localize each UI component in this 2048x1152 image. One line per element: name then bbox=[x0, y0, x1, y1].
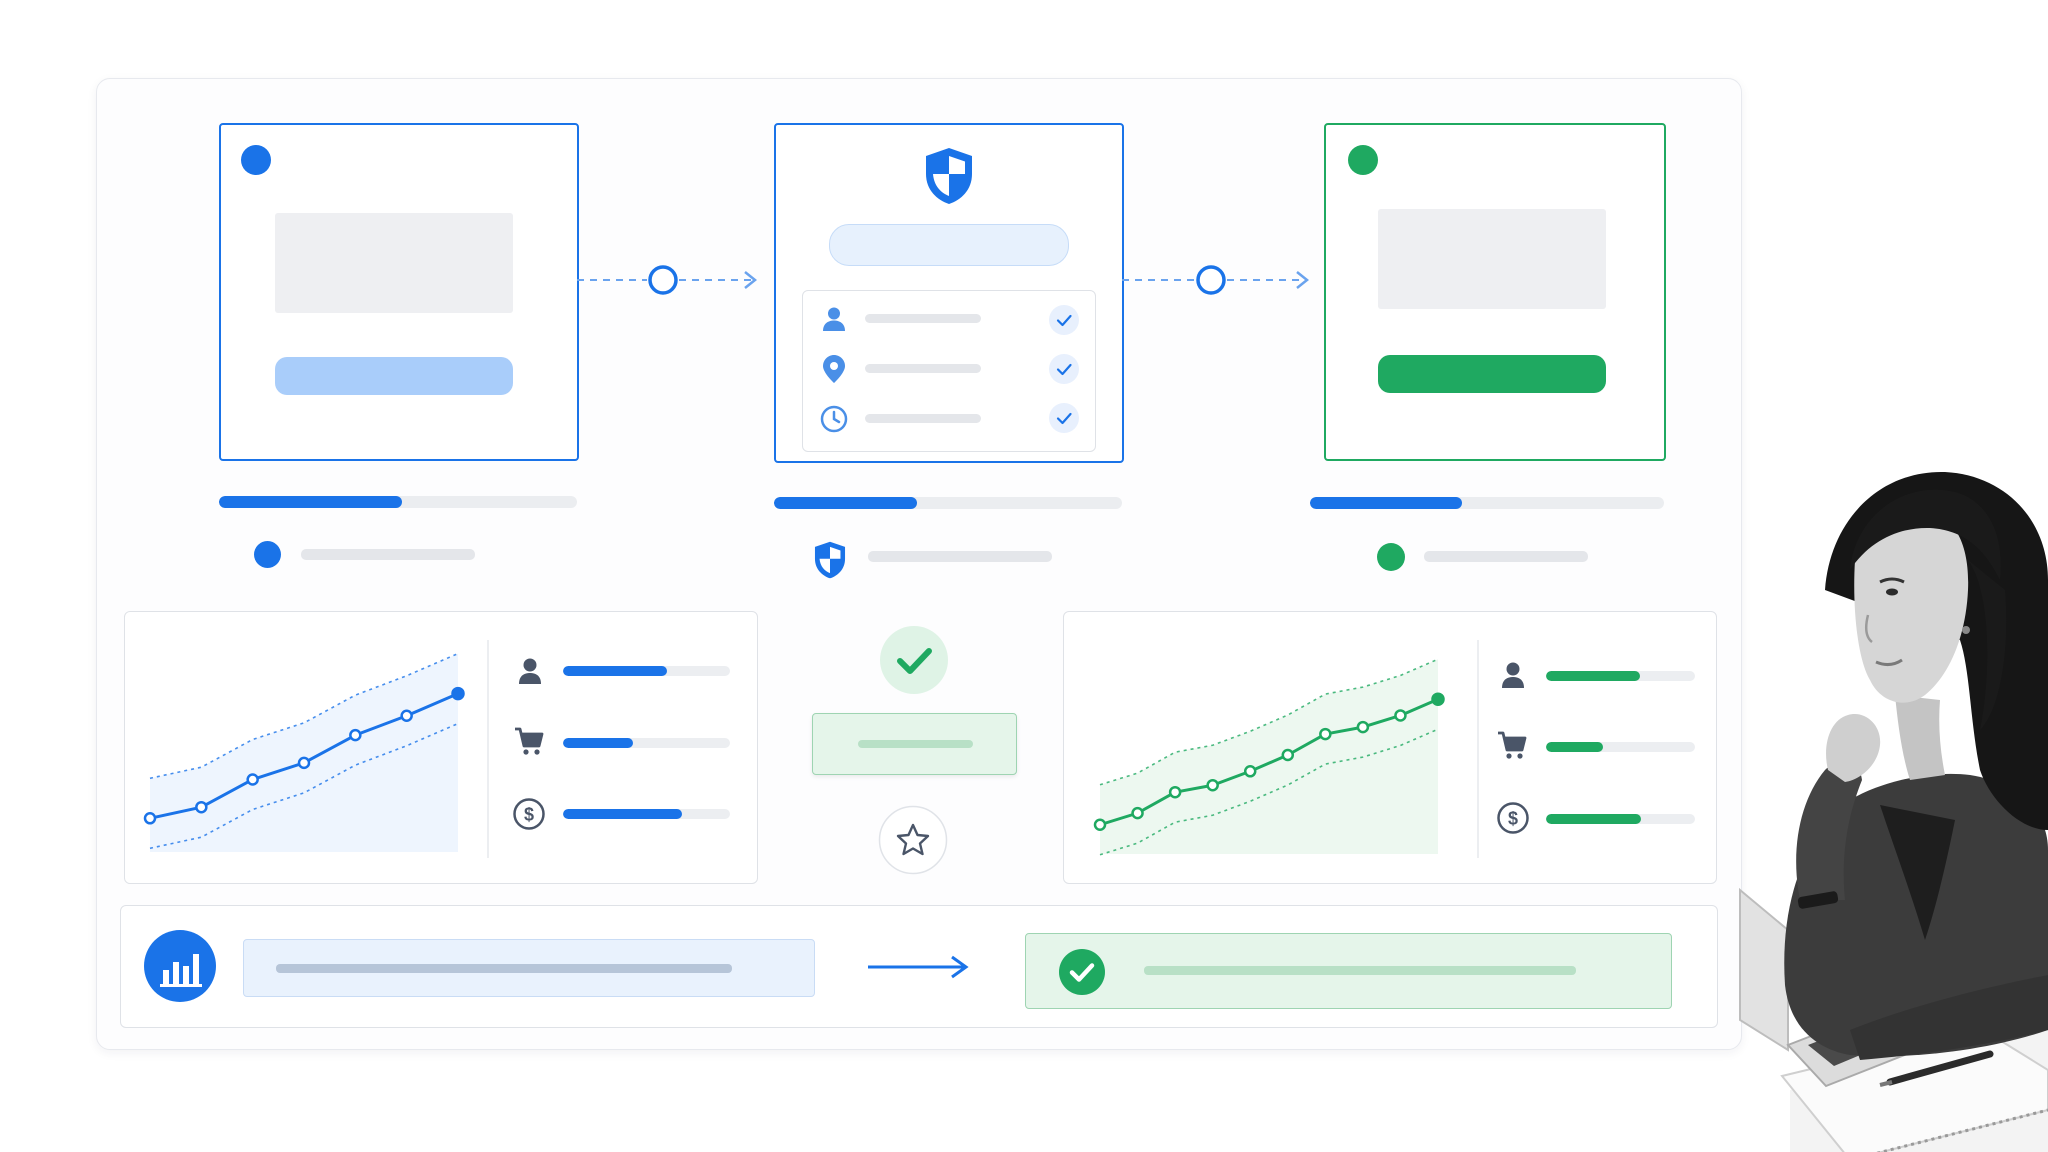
check-icon bbox=[1058, 948, 1106, 996]
shield-icon bbox=[923, 146, 975, 206]
bar-chart-icon[interactable] bbox=[144, 930, 216, 1002]
confirmation-field[interactable] bbox=[812, 713, 1017, 775]
person-icon bbox=[820, 305, 848, 333]
shopping-cart-icon bbox=[1496, 730, 1528, 760]
confirmation-line bbox=[858, 740, 973, 748]
data-point bbox=[1131, 806, 1144, 820]
data-point bbox=[1093, 818, 1107, 831]
person-illustration bbox=[1739, 471, 2048, 1152]
checklist-line bbox=[865, 364, 981, 373]
summary-line bbox=[276, 964, 732, 973]
metric-bar bbox=[1546, 671, 1695, 681]
step-2-input-pill[interactable] bbox=[829, 224, 1069, 266]
svg-text:$: $ bbox=[1508, 809, 1518, 829]
data-point bbox=[1394, 709, 1407, 722]
person-icon bbox=[1499, 660, 1527, 690]
metric-bar bbox=[563, 666, 730, 676]
step-2-progress bbox=[774, 497, 1122, 509]
connector-2 bbox=[1122, 265, 1310, 295]
data-point bbox=[400, 709, 413, 722]
check-badge-icon[interactable] bbox=[1048, 402, 1080, 434]
data-point bbox=[1281, 748, 1295, 762]
person-icon bbox=[516, 656, 544, 686]
data-point bbox=[246, 773, 259, 786]
status-line bbox=[1424, 551, 1588, 562]
arrow-right-icon bbox=[866, 954, 972, 980]
checklist-line bbox=[865, 314, 981, 323]
data-point bbox=[1206, 778, 1219, 792]
checklist-line bbox=[865, 414, 981, 423]
chart-divider bbox=[487, 640, 489, 858]
dollar-icon: $ bbox=[512, 797, 546, 831]
data-point bbox=[1356, 720, 1370, 734]
growth-chart-right bbox=[1093, 658, 1445, 856]
result-field[interactable] bbox=[1025, 933, 1672, 1009]
step-3-card[interactable] bbox=[1324, 123, 1666, 461]
metric-bar bbox=[563, 809, 730, 819]
data-point bbox=[451, 686, 465, 701]
status-dot bbox=[254, 541, 281, 568]
star-icon[interactable] bbox=[878, 805, 948, 875]
step-3-action-button[interactable] bbox=[1378, 355, 1606, 393]
status-line bbox=[301, 549, 475, 560]
summary-input[interactable] bbox=[243, 939, 815, 997]
confidence-area bbox=[1100, 659, 1438, 854]
confidence-area bbox=[150, 653, 458, 852]
lower-band bbox=[1099, 728, 1439, 856]
metric-bar bbox=[1546, 814, 1695, 824]
growth-chart-left bbox=[143, 652, 465, 852]
data-point bbox=[349, 728, 362, 742]
data-point bbox=[297, 756, 311, 770]
check-badge-icon[interactable] bbox=[1048, 304, 1080, 336]
content-placeholder bbox=[1378, 209, 1606, 309]
data-point bbox=[1431, 692, 1445, 706]
data-point bbox=[1168, 785, 1182, 799]
upper-band bbox=[1099, 658, 1439, 786]
dollar-icon: $ bbox=[1496, 801, 1530, 835]
step-1-action-button[interactable] bbox=[275, 357, 513, 395]
metric-bar bbox=[563, 738, 730, 748]
status-dot bbox=[241, 145, 271, 175]
clock-icon bbox=[819, 404, 849, 434]
data-point bbox=[195, 800, 208, 814]
metric-bar bbox=[1546, 742, 1695, 752]
location-pin-icon bbox=[821, 354, 847, 384]
connector-1 bbox=[577, 265, 758, 295]
status-line bbox=[868, 551, 1052, 562]
shopping-cart-icon bbox=[513, 726, 545, 756]
check-badge-icon[interactable] bbox=[1048, 353, 1080, 385]
check-icon bbox=[879, 625, 949, 695]
status-dot bbox=[1348, 145, 1378, 175]
status-dot bbox=[1377, 543, 1405, 571]
step-1-progress bbox=[219, 496, 577, 508]
shield-icon bbox=[813, 540, 847, 580]
data-point bbox=[143, 812, 157, 825]
chart-divider bbox=[1477, 640, 1479, 858]
step-3-progress bbox=[1310, 497, 1664, 509]
data-point bbox=[1319, 727, 1332, 741]
svg-text:$: $ bbox=[524, 805, 534, 825]
step-1-card[interactable] bbox=[219, 123, 579, 461]
series-line bbox=[1099, 697, 1439, 827]
result-line bbox=[1144, 966, 1576, 975]
data-point bbox=[1243, 765, 1257, 778]
content-placeholder bbox=[275, 213, 513, 313]
